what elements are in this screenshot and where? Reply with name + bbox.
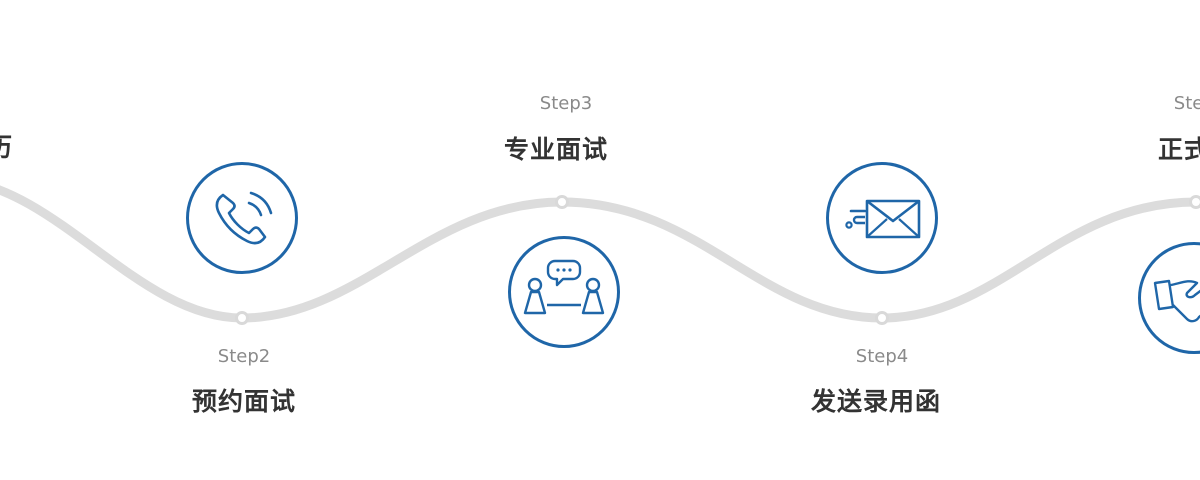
step2-title: 预约面试 [191, 387, 297, 416]
step2-node [235, 311, 249, 325]
step5-icon-circle [1138, 242, 1200, 354]
handshake-icon [1153, 279, 1200, 323]
step3-icon-circle [508, 236, 620, 348]
step2-label: Step2 [217, 346, 271, 367]
step5-label: Step5 [1173, 93, 1200, 114]
step2-icon-circle [186, 162, 298, 274]
step3-title: 专业面试 [503, 135, 609, 164]
step3-label: Step3 [539, 93, 593, 114]
send-mail-icon [845, 199, 921, 239]
step4-title: 发送录用函 [810, 387, 942, 416]
step5-node [1189, 195, 1200, 209]
step3-node [555, 195, 569, 209]
step4-node [875, 311, 889, 325]
interview-chat-icon [523, 259, 605, 315]
step1-title: 历 [0, 128, 13, 164]
step4-label: Step4 [855, 346, 909, 367]
phone-call-icon [215, 191, 273, 245]
step4-icon-circle [826, 162, 938, 274]
step5-title: 正式入职 [1157, 135, 1200, 164]
